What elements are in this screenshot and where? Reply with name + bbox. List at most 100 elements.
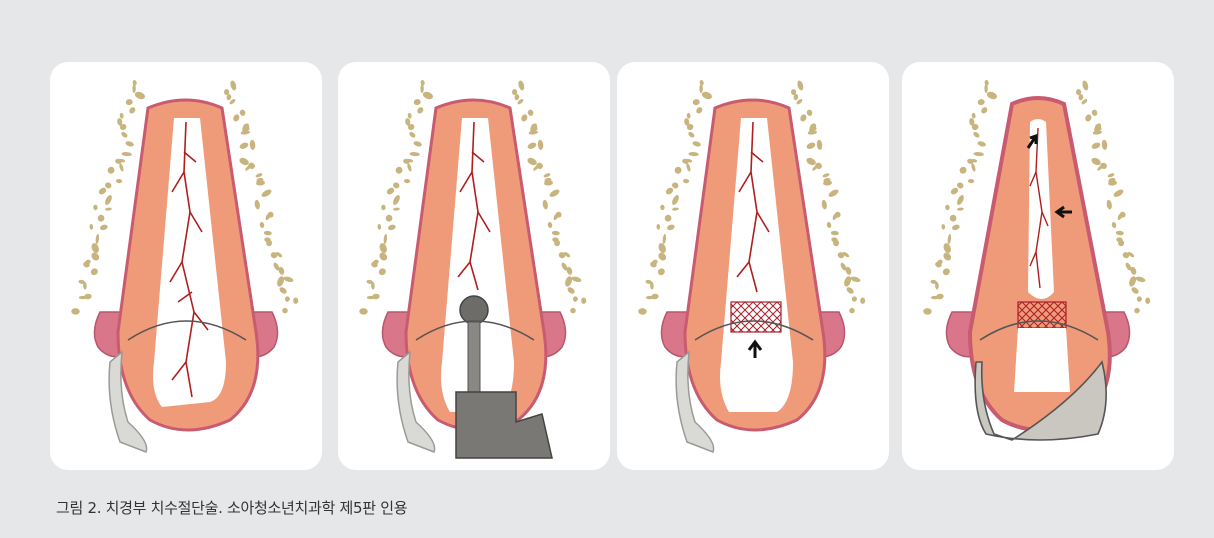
bone-speck	[409, 152, 420, 157]
bone-speck	[125, 99, 133, 106]
bone-speck	[566, 286, 576, 295]
bone-speck	[957, 207, 964, 211]
bone-speck	[119, 113, 124, 119]
bone-speck	[657, 242, 667, 254]
bone-speck	[383, 234, 387, 245]
bone-speck	[89, 224, 93, 230]
bone-speck	[239, 141, 250, 150]
bone-speck	[120, 131, 128, 139]
bone-speck	[1112, 188, 1124, 198]
bone-speck	[806, 109, 813, 117]
tooth-diagram-2	[338, 62, 610, 470]
bone-speck	[973, 152, 984, 157]
bone-speck	[947, 234, 951, 245]
panel-dressing-placed	[617, 62, 889, 470]
bone-speck	[95, 234, 99, 245]
tooth-diagram-1	[50, 62, 322, 470]
bone-speck	[657, 251, 668, 262]
bone-speck	[259, 222, 265, 229]
bone-speck	[232, 113, 240, 122]
bone-speck	[547, 222, 553, 229]
bone-speck	[942, 251, 953, 262]
bone-speck	[1136, 296, 1142, 303]
bone-speck	[662, 234, 666, 245]
bone-speck	[656, 224, 660, 230]
figure-caption: 그림 2. 치경부 치수절단술. 소아청소년치과학 제5판 인용	[56, 497, 407, 518]
bone-speck	[118, 163, 124, 172]
bone-speck	[378, 251, 389, 262]
bone-speck	[116, 179, 123, 184]
dressing-material	[1018, 302, 1066, 328]
bone-speck	[687, 131, 695, 139]
bone-speck	[527, 109, 534, 117]
bone-speck	[664, 214, 672, 223]
bone-speck	[671, 194, 681, 206]
bone-speck	[386, 186, 396, 195]
bone-speck	[699, 84, 702, 93]
bone-speck	[528, 130, 538, 135]
bone-speck	[394, 165, 404, 175]
bone-speck	[942, 242, 952, 254]
bone-speck	[413, 99, 421, 106]
bone-speck	[90, 242, 100, 254]
bone-speck	[660, 205, 665, 211]
bone-speck	[950, 186, 960, 195]
bone-speck	[377, 267, 387, 277]
bone-speck	[581, 297, 586, 303]
bone-speck	[229, 80, 237, 91]
bone-speck	[104, 194, 114, 206]
bone-speck	[977, 99, 985, 106]
bone-speck	[666, 224, 675, 231]
bone-speck	[923, 308, 932, 315]
bone-speck	[822, 172, 830, 178]
bone-speck	[238, 156, 250, 166]
bone-speck	[387, 224, 396, 231]
bone-speck	[796, 80, 804, 91]
bone-speck	[407, 113, 412, 119]
bone-speck	[1091, 109, 1098, 117]
bone-speck	[93, 205, 98, 211]
bone-speck	[392, 194, 402, 206]
panel-bur-removal	[338, 62, 610, 470]
bone-speck	[404, 179, 411, 184]
bone-speck	[956, 194, 966, 206]
bone-speck	[564, 275, 574, 287]
bone-speck	[408, 131, 416, 139]
bone-speck	[255, 172, 263, 178]
bone-speck	[71, 308, 80, 315]
bone-speck	[128, 106, 137, 115]
bone-speck	[695, 106, 704, 115]
bone-speck	[254, 199, 261, 209]
bone-speck	[420, 84, 423, 93]
bone-speck	[413, 140, 423, 147]
bone-speck	[378, 242, 388, 254]
bone-speck	[1116, 231, 1124, 236]
bone-speck	[945, 205, 950, 211]
bone-speck	[850, 276, 861, 283]
bone-speck	[685, 163, 691, 172]
bone-speck	[949, 214, 957, 223]
bone-speck	[1145, 297, 1150, 303]
bone-speck	[1101, 139, 1107, 150]
bone-speck	[377, 224, 381, 230]
bone-speck	[701, 90, 713, 100]
bone-speck	[958, 165, 968, 175]
bone-speck	[572, 296, 578, 303]
bone-speck	[1130, 286, 1140, 295]
bone-speck	[278, 286, 288, 295]
bone-speck	[951, 224, 960, 231]
bone-speck	[132, 84, 135, 93]
bone-speck	[543, 172, 551, 178]
bone-speck	[805, 156, 817, 166]
bone-speck	[816, 139, 822, 150]
panel-intact-pulp	[50, 62, 322, 470]
bone-speck	[1090, 156, 1102, 166]
bone-speck	[105, 207, 112, 211]
bone-speck	[98, 186, 108, 195]
bone-speck	[1128, 275, 1138, 287]
bone-speck	[239, 109, 246, 117]
bone-speck	[1091, 141, 1102, 150]
bone-speck	[97, 214, 105, 223]
bone-speck	[807, 130, 817, 135]
bone-speck	[260, 188, 272, 198]
